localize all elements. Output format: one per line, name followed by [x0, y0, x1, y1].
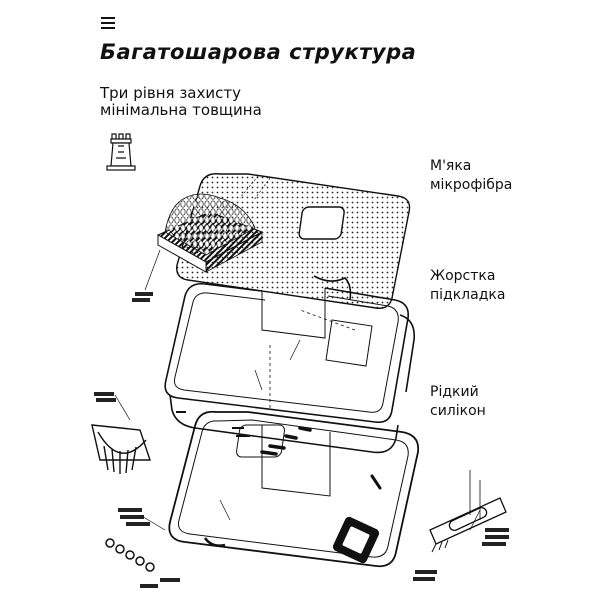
layer-label-microfiber-line2: мікрофібра: [430, 177, 513, 193]
liquid-silicone-layer: [168, 410, 420, 568]
layer-label-liquid-silicone: Рідкий силікон: [430, 383, 486, 421]
corner-bumper-detail: [91, 424, 151, 474]
page-title: Багатошарова структура: [100, 40, 417, 64]
layer-label-microfiber: М'яка мікрофібра: [430, 157, 512, 195]
dimension-lines: [114, 175, 481, 531]
layer-label-hard-base-line2: підкладка: [430, 287, 506, 303]
button-strip-detail: [105, 538, 155, 572]
layer-label-liquid-silicone-line2: силікон: [430, 403, 486, 419]
subtitle-line-1: Три рівня захисту: [100, 84, 241, 102]
layer-label-liquid-silicone-line1: Рідкий: [430, 384, 479, 400]
button-detail: [429, 470, 507, 553]
castle-tower-icon: [106, 133, 136, 171]
layer-label-microfiber-line1: М'яка: [430, 158, 472, 174]
silicone-pad-detail: [332, 516, 380, 564]
menu-icon[interactable]: [101, 17, 115, 31]
microfiber-layer: [156, 173, 411, 309]
subtitle-line-2: мінімальна товщина: [100, 101, 262, 119]
dimension-tag-blocks: [94, 292, 509, 588]
layer-label-hard-base-line1: Жорстка: [430, 268, 496, 284]
layer-label-hard-base: Жорстка підкладка: [430, 267, 505, 305]
